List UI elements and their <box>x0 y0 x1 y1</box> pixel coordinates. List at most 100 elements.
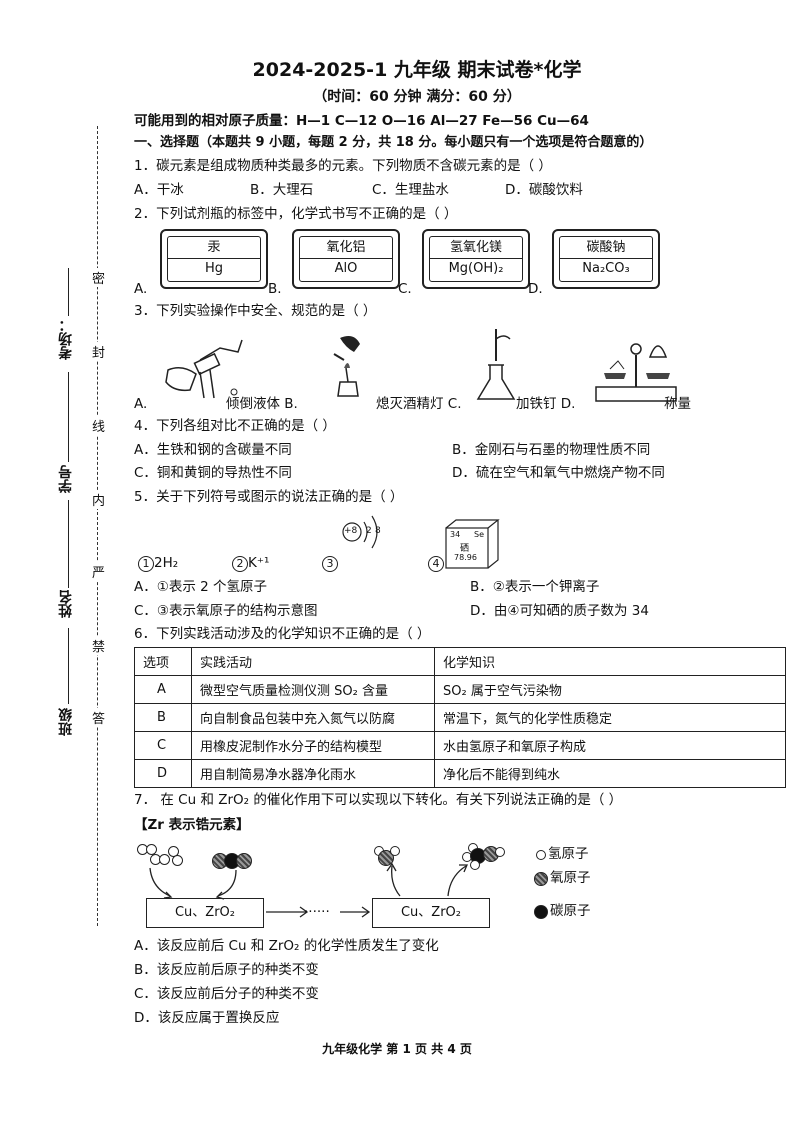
exam-info: （时间：60 分钟 满分：60 分） <box>313 89 521 105</box>
product-arrows <box>386 862 468 897</box>
table-header: 实践活动 <box>191 647 435 676</box>
arrow-right-icon <box>340 906 371 918</box>
q2-stem: 2．下列试剂瓶的标签中，化学式书写不正确的是（ ） <box>134 206 458 222</box>
field-line <box>68 500 69 588</box>
table-cell: 用橡皮泥制作水分子的结构模型 <box>191 731 435 760</box>
reagent-formula: Mg(OH)₂ <box>448 261 504 276</box>
reagent-name: 碳酸钠 <box>560 238 652 259</box>
table-cell: B <box>134 703 192 732</box>
reagent-formula: Na₂CO₃ <box>582 261 630 276</box>
page-footer: 九年级化学 第 1 页 共 4 页 <box>322 1042 472 1056</box>
reagent-name: 氢氧化镁 <box>430 238 522 259</box>
section-heading: 一、选择题（本题共 9 小题，每题 2 分，共 18 分。每小题只有一个选项是符… <box>134 135 653 150</box>
reagent-formula: Hg <box>204 261 224 276</box>
element-number: 34 <box>450 530 461 539</box>
table-cell: A <box>134 675 192 704</box>
extinguish-lamp-illustration <box>333 336 360 397</box>
q2-letter-c: C. <box>398 281 412 297</box>
table-header: 选项 <box>134 647 192 676</box>
table-header: 化学知识 <box>434 647 786 676</box>
reagent-name: 汞 <box>168 238 260 259</box>
table-cell: SO₂ 属于空气污染物 <box>434 675 786 704</box>
q7-option-d: D．该反应属于置换反应 <box>134 1010 280 1026</box>
binding-dashed-line <box>97 126 98 926</box>
carbon-legend-icon <box>534 905 548 919</box>
table-cell: 微型空气质量检测仪测 SO₂ 含量 <box>191 675 435 704</box>
q4-stem: 4．下列各组对比不正确的是（ ） <box>134 418 336 434</box>
q3-option-a: A. <box>134 396 148 412</box>
q5-item-4: 4 <box>428 554 444 572</box>
table-cell: 常温下，氮气的化学性质稳定 <box>434 703 786 732</box>
seal-char: 密 <box>92 268 105 287</box>
seal-char: 答 <box>92 708 105 727</box>
q3-option-c: 熄灭酒精灯 C. <box>376 396 462 412</box>
q1-option-a: A．干冰 <box>134 182 184 198</box>
table-cell: 净化后不能得到纯水 <box>434 759 786 788</box>
table-row: C 用橡皮泥制作水分子的结构模型 水由氢原子和氧原子构成 <box>134 731 786 760</box>
q7-note: 【Zr 表示锆元素】 <box>134 817 250 833</box>
catalyst-box-1: Cu、ZrO₂ <box>146 898 264 928</box>
field-class: 班级 <box>58 708 74 736</box>
reagent-label-a: 汞 Hg <box>160 229 268 289</box>
field-line <box>68 628 69 704</box>
hydrogen-legend-icon <box>536 850 546 860</box>
q2-letter-b: B. <box>268 281 282 297</box>
table-cell: C <box>134 731 192 760</box>
periodic-cell-cube <box>445 519 500 569</box>
q3-option-d-label: 称量 <box>664 396 691 412</box>
field-line <box>68 268 69 316</box>
table-cell: 向自制食品包装中充入氮气以防腐 <box>191 703 435 732</box>
q7-stem: 7． 在 Cu 和 ZrO₂ 的催化作用下可以实现以下转化。有关下列说法正确的是… <box>134 792 623 808</box>
q5-stem: 5．关于下列符号或图示的说法正确的是（ ） <box>134 489 404 505</box>
field-name: 姓名 <box>58 590 74 618</box>
q4-option-d: D．硫在空气和氧气中燃烧产物不同 <box>452 465 665 481</box>
symbol-2h2: 2H₂ <box>154 555 179 571</box>
legend-carbon: 碳原子 <box>550 903 591 919</box>
balance-illustration <box>595 343 677 402</box>
q6-table: 选项 实践活动 化学知识 A 微型空气质量检测仪测 SO₂ 含量 SO₂ 属于空… <box>134 647 786 788</box>
seal-char: 严 <box>92 562 105 581</box>
q3-option-b: 倾倒液体 B. <box>226 396 298 412</box>
arrow-right-icon <box>266 906 309 918</box>
item-number: 2 <box>232 556 248 572</box>
q1-option-b: B．大理石 <box>250 182 314 198</box>
q7-option-c: C．该反应前后分子的种类不变 <box>134 986 319 1002</box>
q4-option-a: A．生铁和钢的含碳量不同 <box>134 442 292 458</box>
q7-option-b: B．该反应前后原子的种类不变 <box>134 962 319 978</box>
q3-stem: 3．下列实验操作中安全、规范的是（ ） <box>134 303 377 319</box>
field-exam-room: 考场： <box>58 318 74 360</box>
q5-option-d: D．由④可知硒的质子数为 34 <box>470 603 649 619</box>
q4-option-b: B．金刚石与石墨的物理性质不同 <box>452 442 651 458</box>
seal-char: 线 <box>92 416 105 435</box>
table-cell: 水由氢原子和氧原子构成 <box>434 731 786 760</box>
reagent-name: 氧化铝 <box>300 238 392 259</box>
table-cell: D <box>134 759 192 788</box>
adding-iron-nail-illustration <box>476 329 516 400</box>
page-title: 2024-2025-1 九年级 期末试卷*化学 <box>252 59 582 81</box>
table-row: B 向自制食品包装中充入氮气以防腐 常温下，氮气的化学性质稳定 <box>134 703 786 732</box>
field-line <box>68 372 69 462</box>
item-number: 4 <box>428 556 444 572</box>
q5-option-c: C．③表示氧原子的结构示意图 <box>134 603 318 619</box>
q5-option-a: A．①表示 2 个氢原子 <box>134 579 268 595</box>
hydrogen-atom-icon <box>159 854 170 865</box>
q2-letter-a: A. <box>134 281 148 297</box>
reagent-formula: AlO <box>334 261 358 276</box>
seal-char: 内 <box>92 490 105 509</box>
seal-char: 封 <box>92 342 105 361</box>
q1-stem: 1．碳元素是组成物质种类最多的元素。下列物质不含碳元素的是（ ） <box>134 158 552 174</box>
q3-option-d: 加铁钉 D. <box>516 396 576 412</box>
item-number: 3 <box>322 556 338 572</box>
symbol-k-plus: K⁺¹ <box>248 555 270 571</box>
q1-option-d: D．碳酸饮料 <box>505 182 583 198</box>
atom-structure-diagram <box>342 515 378 549</box>
q6-stem: 6．下列实践活动涉及的化学知识不正确的是（ ） <box>134 626 431 642</box>
reagent-label-c: 氢氧化镁 Mg(OH)₂ <box>422 229 530 289</box>
shell-1-electrons: 2 <box>366 526 372 536</box>
table-row: D 用自制简易净水器净化雨水 净化后不能得到纯水 <box>134 759 786 788</box>
oxygen-atom-icon <box>236 853 252 869</box>
reagent-label-d: 碳酸钠 Na₂CO₃ <box>552 229 660 289</box>
element-name: 硒 <box>460 544 470 554</box>
q5-item-3: 3 <box>322 554 338 572</box>
